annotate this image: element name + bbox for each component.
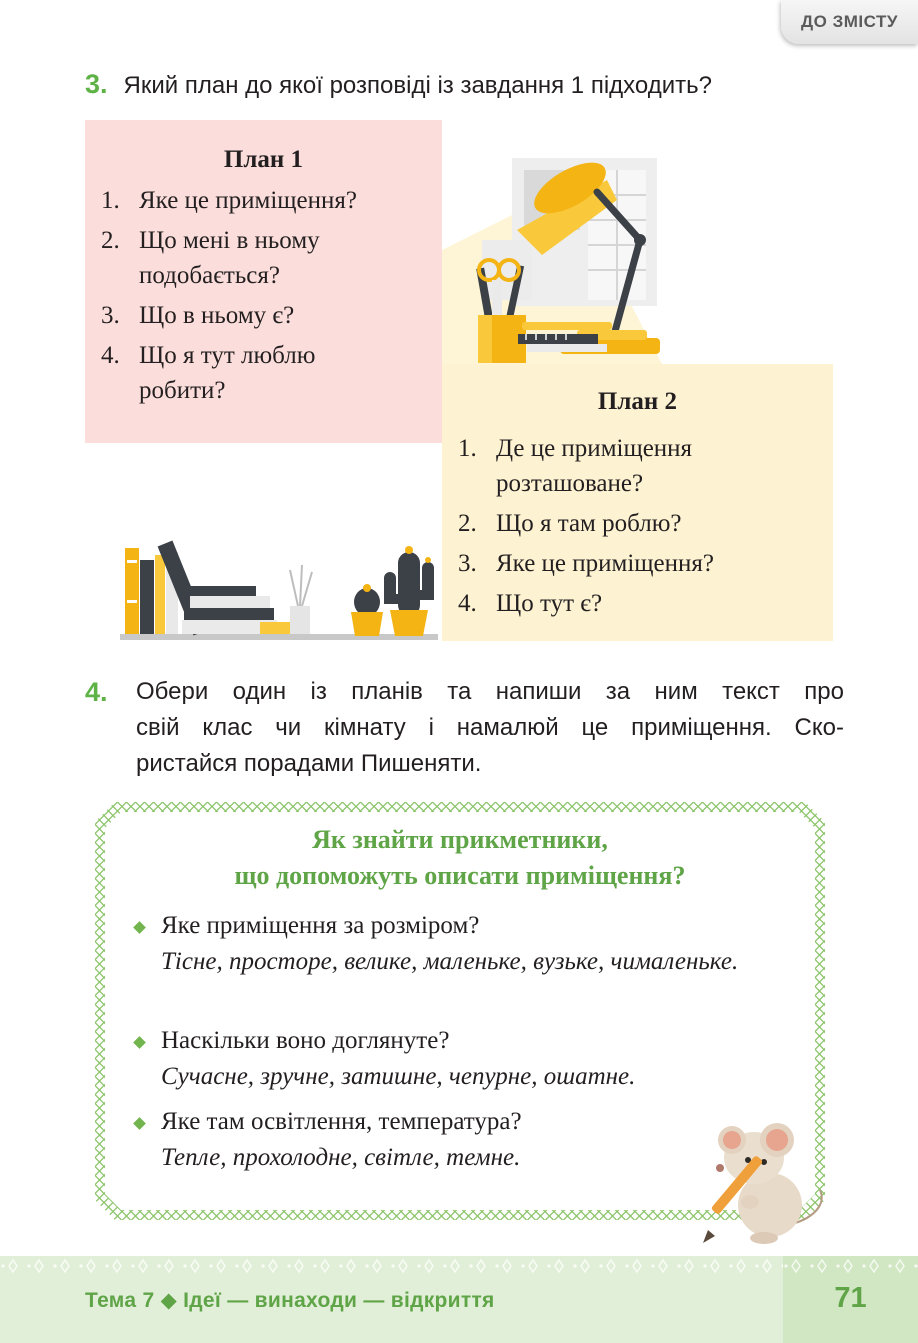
plan-item: 3. Що в ньому є? xyxy=(101,298,442,333)
desk-lamp-illustration xyxy=(442,158,663,366)
footer-topic: Тема 7 ◆ Ідеї — винаходи — відкриття xyxy=(85,1289,495,1312)
item-text: Яке це приміщення? xyxy=(496,550,714,577)
item-number: 3. xyxy=(458,550,477,577)
item-number: 1. xyxy=(458,435,477,462)
plan-item: 4. Що тут є? xyxy=(458,586,833,621)
tips-box: Як знайти прикметники, що допоможуть опи… xyxy=(95,802,825,1220)
item-number: 3. xyxy=(101,302,120,329)
page-footer: Тема 7 ◆ Ідеї — винаходи — відкриття 71 xyxy=(0,1256,918,1343)
task-number: 3. xyxy=(85,69,108,99)
plan-1-card: План 1 1. Яке це приміщення? 2. Що мені в … xyxy=(85,120,442,443)
heading-line: Як знайти прикметники, xyxy=(312,825,608,854)
tip-item: Яке там освітлення, температура? Тепле, … xyxy=(131,1104,771,1176)
task-text-line: Обери один із планів та напиши за ним те… xyxy=(136,678,844,705)
plan-item: 1. Де це приміщення розташоване? xyxy=(458,431,776,501)
heading-line: що допоможуть описати приміщення? xyxy=(234,861,686,890)
diamond-bullet-icon xyxy=(133,1036,146,1049)
item-number: 1. xyxy=(101,187,120,214)
plan-list: 1. Де це приміщення розташоване? 2. Що я т… xyxy=(442,431,833,621)
plan-item: 2. Що я там роблю? xyxy=(458,506,833,541)
task-number: 4. xyxy=(85,677,108,707)
plan-title: План 2 xyxy=(597,388,678,415)
tip-item: Наскільки воно доглянуте? Сучасне, зручн… xyxy=(131,1023,771,1095)
tips-heading: Як знайти прикметники, що допоможуть опи… xyxy=(95,822,825,894)
plan-item: 2. Що мені в ньому подобається? xyxy=(101,223,399,293)
item-text: Що мені в ньому подобається? xyxy=(139,227,320,289)
tip-question: Наскільки воно доглянуте? xyxy=(161,1027,450,1054)
diamond-bullet-icon xyxy=(133,1117,146,1130)
task-text-line: ристайся порадами Пишеняти. xyxy=(136,750,482,777)
plan-2-card: План 2 1. Де це приміщення розташоване? 2… xyxy=(442,364,833,641)
item-text: Яке це приміщення? xyxy=(139,187,357,214)
task-3: 3. Який план до якої розповіді із завданн… xyxy=(85,66,712,104)
page-number: 71 xyxy=(834,1282,867,1314)
plan-title: План 1 xyxy=(223,146,304,173)
tip-question: Яке приміщення за розміром? xyxy=(161,912,480,939)
tip-answer: Тепле, прохолодне, світле, темне. xyxy=(161,1144,521,1171)
books-cactus-illustration xyxy=(120,540,438,640)
page-number-box: 71 xyxy=(783,1256,918,1343)
footer-ornament xyxy=(783,1256,918,1276)
task-text: Який план до якої розповіді із завдання … xyxy=(123,72,712,99)
diamond-bullet-icon xyxy=(133,921,146,934)
decorative-frame xyxy=(95,802,825,1220)
footer-ornament xyxy=(0,1256,918,1276)
task-4: 4. Обери один із планів та напиши за ним… xyxy=(85,674,845,777)
item-number: 2. xyxy=(458,510,477,537)
item-text: Де це приміщення розташоване? xyxy=(496,435,693,497)
item-number: 4. xyxy=(458,590,477,617)
item-text: Що в ньому є? xyxy=(139,302,295,329)
plan-item: 4. Що я тут люблю робити? xyxy=(101,338,399,408)
plan-item: 1. Яке це приміщення? xyxy=(101,183,442,218)
item-number: 2. xyxy=(101,227,120,254)
plan-item: 3. Яке це приміщення? xyxy=(458,546,833,581)
contents-button[interactable]: ДО ЗМІСТУ xyxy=(781,0,918,44)
tip-answer: Тісне, просторе, велике, маленьке, вузьк… xyxy=(161,948,739,975)
mouse-with-pencil-illustration xyxy=(703,1123,823,1244)
item-number: 4. xyxy=(101,342,120,369)
tip-answer: Сучасне, зручне, затишне, чепурне, ошатн… xyxy=(161,1063,636,1090)
plan-list: 1. Яке це приміщення? 2. Що мені в ньому п… xyxy=(85,183,442,408)
task-text-line: свій клас чи кімнату і намалюй це приміщ… xyxy=(136,714,844,741)
item-text: Що я там роблю? xyxy=(496,510,682,537)
item-text: Що тут є? xyxy=(496,590,603,617)
tip-item: Яке приміщення за розміром? Тісне, прост… xyxy=(131,908,771,980)
tip-question: Яке там освітлення, температура? xyxy=(161,1108,522,1135)
item-text: Що я тут люблю робити? xyxy=(139,342,316,404)
